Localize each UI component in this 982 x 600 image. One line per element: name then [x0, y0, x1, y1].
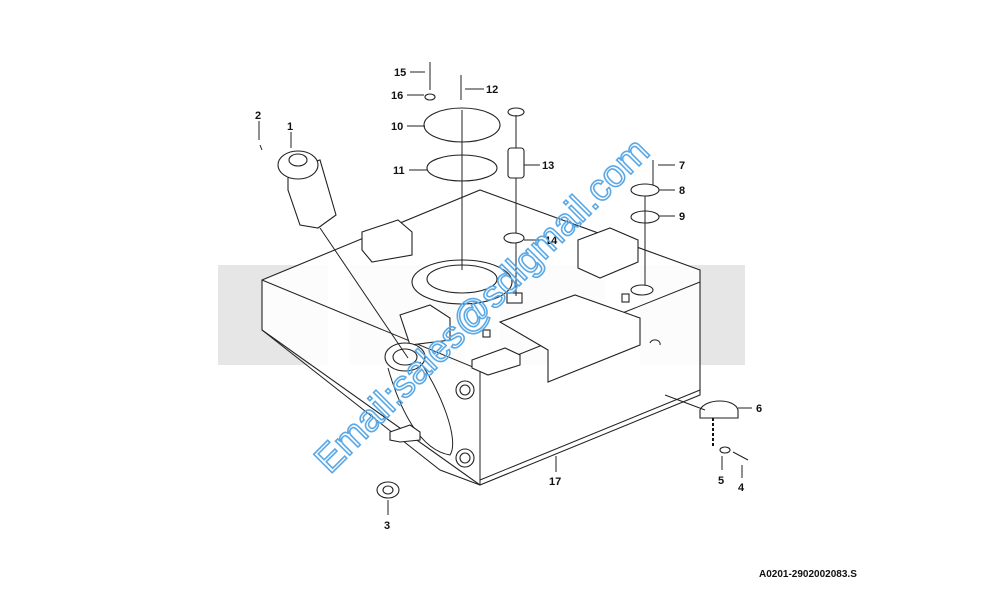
- callout-16: 16: [391, 90, 403, 102]
- callout-13: 13: [542, 160, 554, 172]
- callout-14: 14: [545, 235, 558, 247]
- callout-17: 17: [549, 476, 561, 488]
- exploded-parts: [259, 62, 749, 499]
- callout-5: 5: [718, 475, 724, 487]
- callout-labels: 1 2 3 4 5 6 7 8 9 10 11 12 13 14 15 16 1…: [255, 67, 762, 532]
- callout-12: 12: [486, 84, 498, 96]
- callout-2: 2: [255, 110, 261, 122]
- callout-4: 4: [738, 482, 745, 494]
- callout-7: 7: [679, 160, 685, 172]
- callout-10: 10: [391, 121, 403, 133]
- callout-3: 3: [384, 520, 390, 532]
- callout-11: 11: [393, 165, 405, 177]
- leader-lines: [258, 71, 752, 515]
- callout-8: 8: [679, 185, 685, 197]
- callout-15: 15: [394, 67, 406, 79]
- callout-6: 6: [756, 403, 762, 415]
- hydraulic-tank: [261, 189, 701, 486]
- callout-1: 1: [287, 121, 293, 133]
- drawing-code: A0201-2902002083.S: [759, 569, 857, 580]
- callout-9: 9: [679, 211, 685, 223]
